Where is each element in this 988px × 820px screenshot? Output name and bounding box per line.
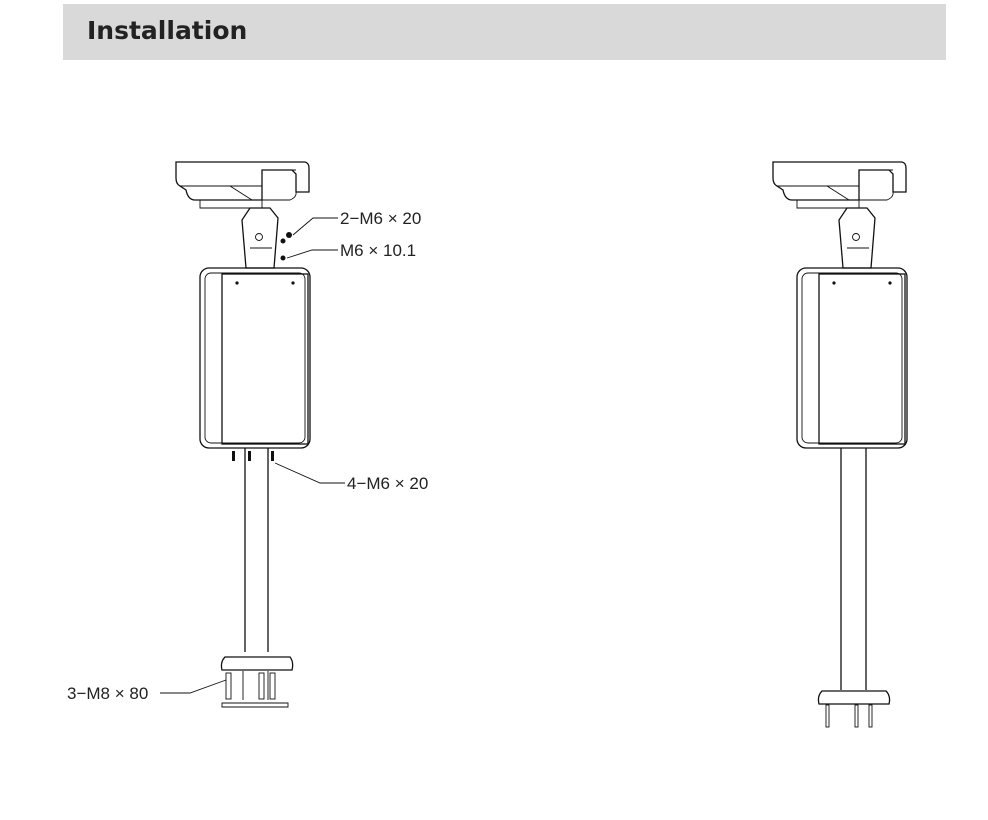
section-header: Installation bbox=[63, 4, 946, 60]
right-assembly-drawing bbox=[772, 161, 908, 728]
callout-label: 3−M8 × 80 bbox=[67, 684, 148, 703]
callout-label: 4−M6 × 20 bbox=[347, 474, 428, 493]
section-title: Installation bbox=[87, 16, 248, 45]
left-assembly-drawing bbox=[160, 161, 345, 708]
callout-label: 2−M6 × 20 bbox=[340, 209, 421, 228]
callout-label: M6 × 10.1 bbox=[340, 241, 416, 260]
